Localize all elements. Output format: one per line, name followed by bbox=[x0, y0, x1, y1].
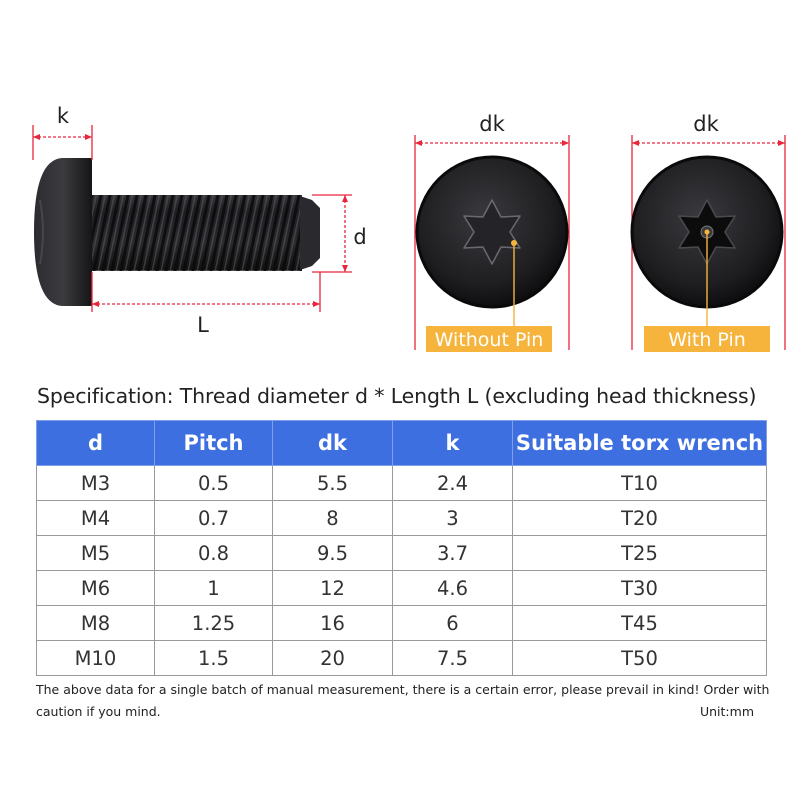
cell-k: 3 bbox=[392, 500, 513, 536]
cell-d: M6 bbox=[36, 570, 155, 606]
cell-pitch: 0.7 bbox=[154, 500, 273, 536]
cell-d: M3 bbox=[36, 465, 155, 501]
cell-dk: 12 bbox=[272, 570, 393, 606]
cell-dk: 20 bbox=[272, 640, 393, 676]
dimension-dk-left bbox=[414, 135, 570, 350]
label-k: k bbox=[57, 104, 70, 128]
tag-with-pin bbox=[644, 326, 770, 352]
label-l: L bbox=[197, 313, 209, 337]
table-row: M6 1 12 4.6 T30 bbox=[36, 570, 767, 606]
table-row: M10 1.5 20 7.5 T50 bbox=[36, 640, 767, 676]
cell-pitch: 0.5 bbox=[154, 465, 273, 501]
header-dk: dk bbox=[272, 420, 393, 466]
cell-wrench: T50 bbox=[512, 640, 767, 676]
dimension-k bbox=[32, 125, 93, 160]
table-header-row: d Pitch dk k Suitable torx wrench bbox=[36, 420, 767, 466]
dimension-d bbox=[312, 194, 352, 273]
tag-with-pin-text: With Pin bbox=[668, 329, 746, 351]
label-dk-left: dk bbox=[479, 112, 505, 136]
spec-title: Specification: Thread diameter d * Lengt… bbox=[37, 384, 757, 408]
table-row: M8 1.25 16 6 T45 bbox=[36, 605, 767, 641]
cell-wrench: T10 bbox=[512, 465, 767, 501]
torx-socket-icon bbox=[463, 199, 521, 265]
cell-k: 7.5 bbox=[392, 640, 513, 676]
cell-k: 3.7 bbox=[392, 535, 513, 571]
cell-pitch: 1.25 bbox=[154, 605, 273, 641]
header-k: k bbox=[392, 420, 513, 466]
table-row: M4 0.7 8 3 T20 bbox=[36, 500, 767, 536]
label-dk-right: dk bbox=[693, 112, 719, 136]
screw-head-side bbox=[34, 158, 92, 306]
measurement-note-line-2: caution if you mind. bbox=[36, 704, 161, 719]
table-row: M5 0.8 9.5 3.7 T25 bbox=[36, 535, 767, 571]
screw-tip bbox=[300, 196, 320, 270]
cell-dk: 8 bbox=[272, 500, 393, 536]
screw-side-view bbox=[34, 158, 320, 306]
header-d: d bbox=[36, 420, 155, 466]
spec-table: d Pitch dk k Suitable torx wrench M3 0.5… bbox=[36, 420, 767, 676]
label-d: d bbox=[353, 225, 366, 249]
screw-thread bbox=[92, 195, 302, 271]
table-row: M3 0.5 5.5 2.4 T10 bbox=[36, 465, 767, 501]
cell-d: M4 bbox=[36, 500, 155, 536]
measurement-note-line-1: The above data for a single batch of man… bbox=[36, 682, 770, 697]
cell-dk: 5.5 bbox=[272, 465, 393, 501]
cell-d: M8 bbox=[36, 605, 155, 641]
cell-pitch: 1 bbox=[154, 570, 273, 606]
cell-d: M10 bbox=[36, 640, 155, 676]
cell-wrench: T20 bbox=[512, 500, 767, 536]
screw-head-without-pin bbox=[415, 155, 569, 309]
tag-without-pin bbox=[426, 326, 552, 352]
cell-dk: 16 bbox=[272, 605, 393, 641]
dimension-dk-right bbox=[631, 135, 786, 350]
cell-wrench: T30 bbox=[512, 570, 767, 606]
cell-dk: 9.5 bbox=[272, 535, 393, 571]
cell-wrench: T25 bbox=[512, 535, 767, 571]
header-torx-wrench: Suitable torx wrench bbox=[512, 420, 767, 466]
cell-d: M5 bbox=[36, 535, 155, 571]
cell-pitch: 0.8 bbox=[154, 535, 273, 571]
unit-label: Unit:mm bbox=[699, 704, 754, 719]
cell-wrench: T45 bbox=[512, 605, 767, 641]
cell-k: 4.6 bbox=[392, 570, 513, 606]
cell-k: 2.4 bbox=[392, 465, 513, 501]
cell-k: 6 bbox=[392, 605, 513, 641]
tag-without-pin-text: Without Pin bbox=[435, 329, 544, 351]
screw-dimension-diagram: k d L dk Without Pin bbox=[32, 104, 786, 352]
dimension-l bbox=[91, 272, 321, 312]
cell-pitch: 1.5 bbox=[154, 640, 273, 676]
header-pitch: Pitch bbox=[154, 420, 273, 466]
